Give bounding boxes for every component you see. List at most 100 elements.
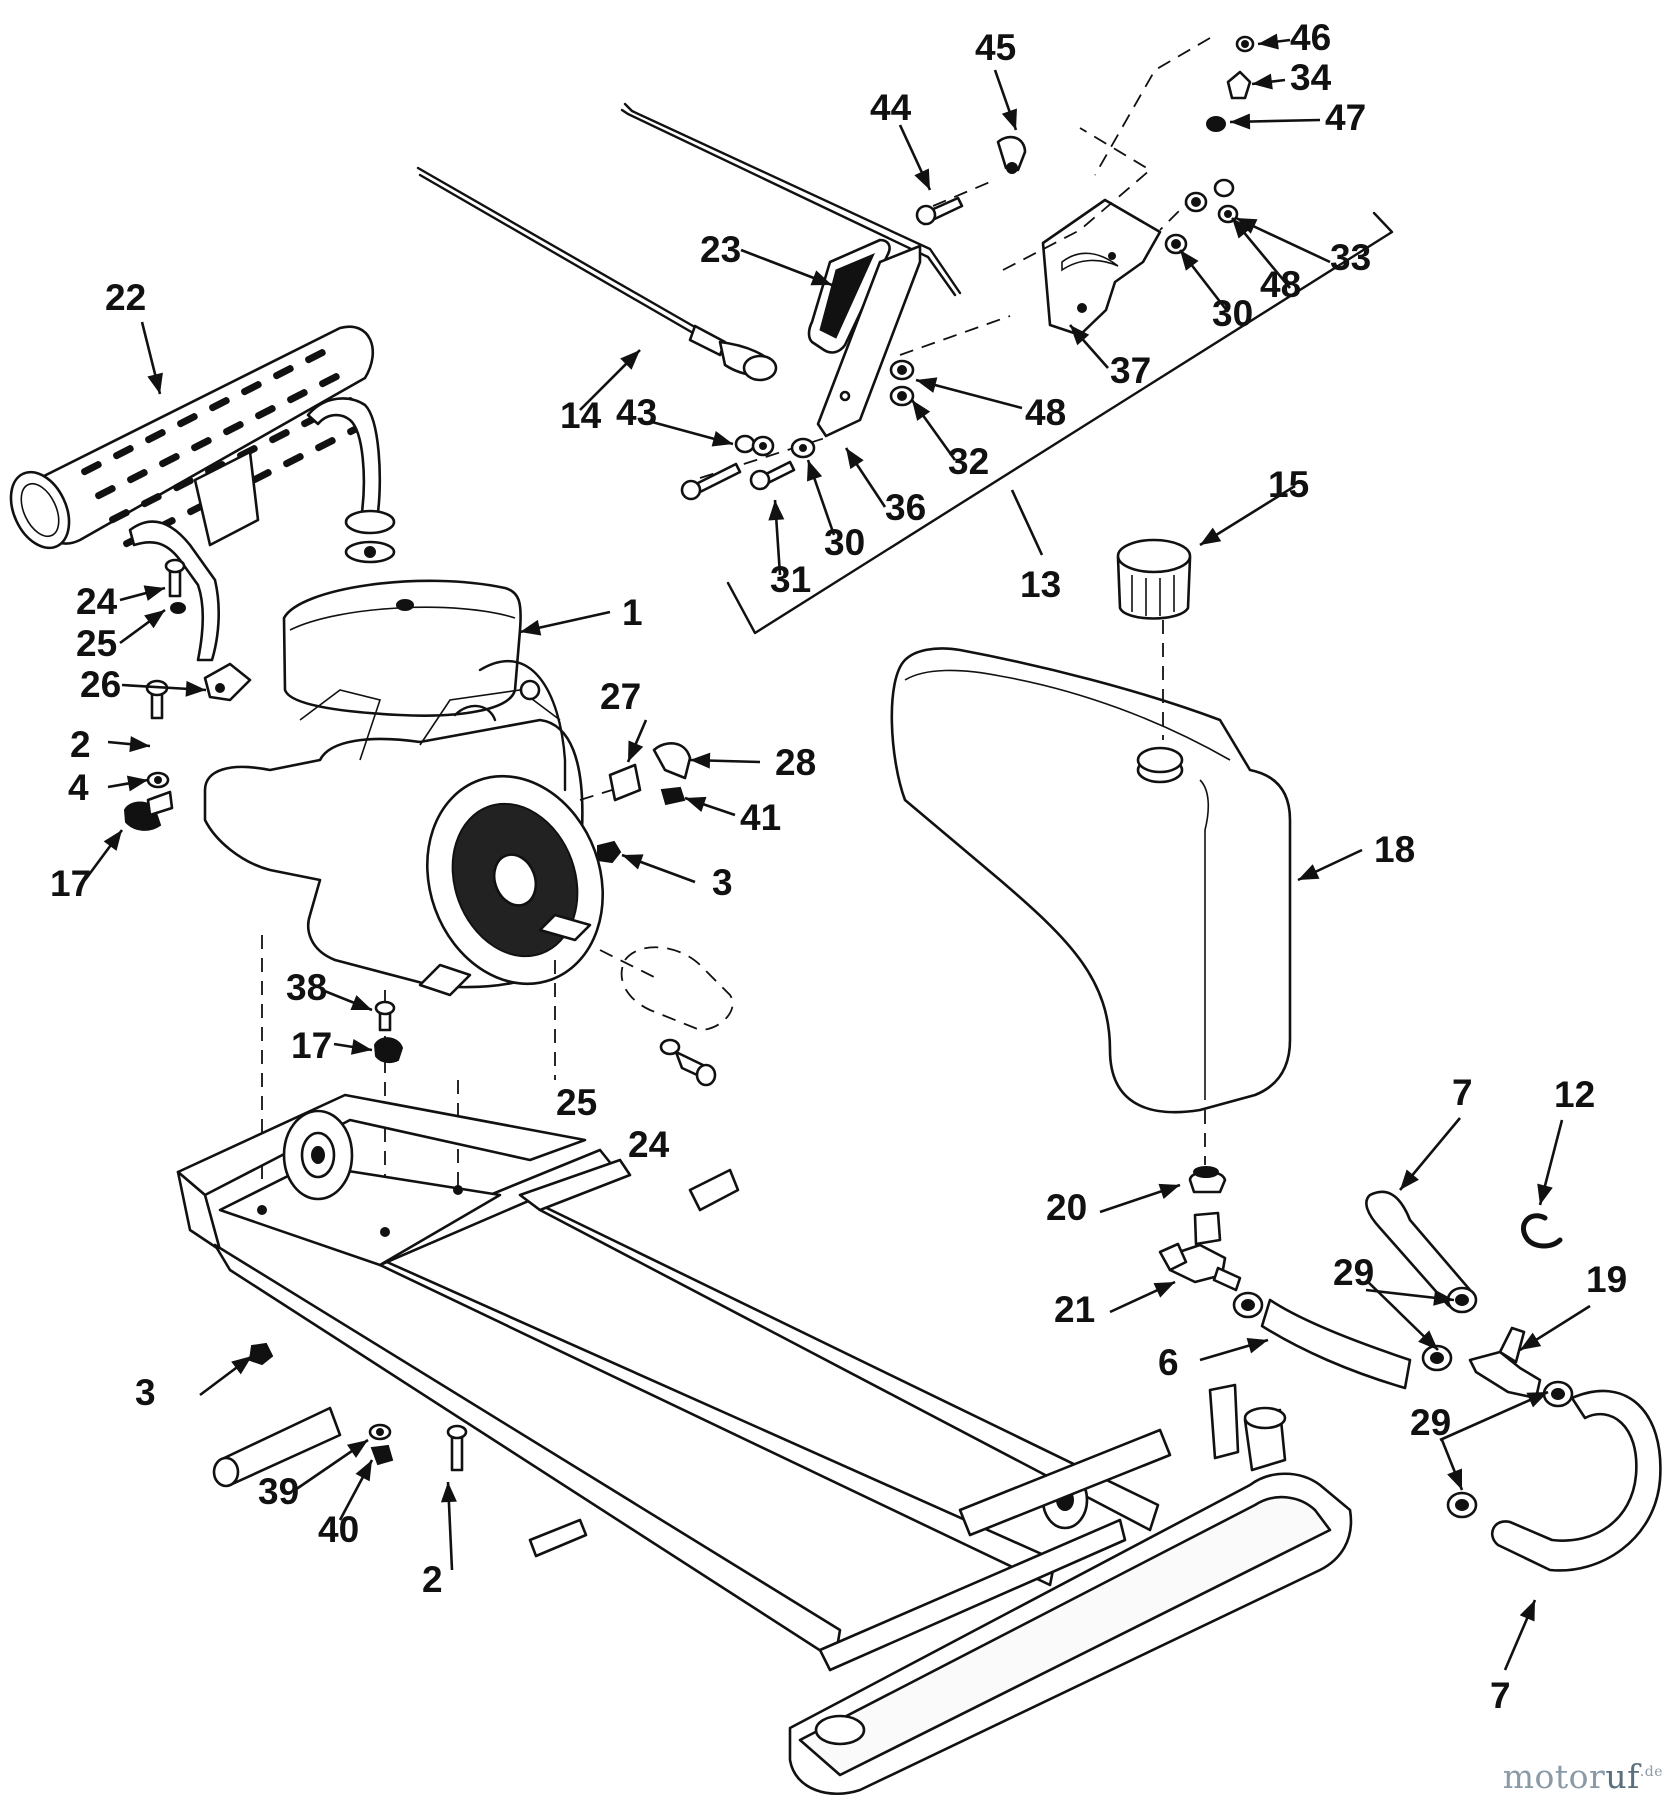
- leader-arrowhead: [806, 460, 823, 482]
- frame-hardware: [248, 1342, 468, 1472]
- callout-7: 7: [1490, 1675, 1511, 1716]
- callout-32: 32: [948, 441, 989, 482]
- engine-part: [203, 579, 734, 1230]
- muffler-slot: [209, 397, 230, 412]
- callout-2: 2: [422, 1559, 443, 1600]
- leader-arrowhead: [520, 619, 542, 636]
- watermark-text-motor: motor: [1502, 1757, 1606, 1796]
- callout-3: 3: [135, 1372, 156, 1413]
- leader-arrowhead: [628, 740, 644, 762]
- muffler-slots: [81, 349, 368, 548]
- leader-arrowhead: [1298, 864, 1320, 880]
- muffler-slot: [113, 445, 134, 460]
- callout-4: 4: [68, 767, 89, 808]
- leader-arrowhead: [1252, 73, 1273, 90]
- callout-30: 30: [824, 522, 865, 563]
- leader-arrowhead: [143, 585, 165, 601]
- callout-34: 34: [1290, 57, 1332, 98]
- callout-labels: 1 2 2 3 3 4 6 7 7 12 13 14 15 17 17 18 1…: [50, 17, 1627, 1716]
- leader-arrowhead: [685, 796, 707, 813]
- callout-13: 13: [1020, 564, 1061, 605]
- callout-24: 24: [628, 1124, 670, 1165]
- fuel-tank-part: [890, 538, 1292, 1165]
- callout-2: 2: [70, 724, 91, 765]
- leader-arrowhead: [129, 736, 150, 753]
- muffler-slot: [287, 389, 308, 404]
- leader-arrowhead: [231, 1356, 252, 1375]
- callout-24: 24: [76, 581, 118, 622]
- throttle-pedal-part: [816, 244, 922, 438]
- watermark-text-uf: uf: [1605, 1757, 1640, 1796]
- callout-40: 40: [318, 1509, 359, 1550]
- callout-47: 47: [1325, 97, 1366, 138]
- callout-33: 33: [1330, 237, 1371, 278]
- callout-14: 14: [560, 395, 602, 436]
- leader-arrowhead: [1258, 33, 1279, 50]
- leader-arrowhead: [1230, 113, 1251, 130]
- callout-37: 37: [1110, 350, 1151, 391]
- muffler-slot: [177, 413, 198, 428]
- callout-48: 48: [1260, 264, 1301, 305]
- callout-21: 21: [1054, 1289, 1095, 1330]
- assembly-bracket-13: [726, 211, 1394, 635]
- muffler-slot: [127, 469, 148, 484]
- callout-25: 25: [76, 623, 117, 664]
- callout-25: 25: [556, 1082, 597, 1123]
- leader-arrowhead: [768, 500, 785, 521]
- leader-arrowhead: [1433, 1289, 1454, 1306]
- leader-arrowhead: [711, 431, 733, 447]
- leader-arrowhead: [1400, 1169, 1419, 1190]
- leader-arrowhead: [1200, 527, 1222, 545]
- leader-arrowhead: [126, 775, 148, 792]
- leader-arrowhead: [620, 350, 640, 370]
- fuel-line-parts: [1158, 1166, 1662, 1572]
- leader-arrowhead: [1447, 1468, 1462, 1490]
- muffler-slot: [241, 381, 262, 396]
- callout-20: 20: [1046, 1187, 1087, 1228]
- leader-arrowhead: [1519, 1600, 1535, 1622]
- callout-36: 36: [885, 487, 926, 528]
- leader-arrowhead: [1246, 1337, 1268, 1354]
- leader-arrowhead: [1001, 108, 1017, 130]
- leader-arrowhead: [440, 1482, 457, 1503]
- callout-48: 48: [1025, 392, 1066, 433]
- throttle-hardware: [680, 35, 1255, 501]
- throttle-assembly-group: [416, 35, 1394, 635]
- callout-17: 17: [50, 863, 91, 904]
- leader-arrowhead: [1158, 1183, 1180, 1199]
- muffler-slot: [255, 405, 276, 420]
- leader-arrowhead: [346, 1440, 368, 1458]
- muffler-slot: [159, 453, 180, 468]
- leader-arrowhead: [103, 830, 122, 851]
- callout-26: 26: [80, 664, 121, 705]
- callout-44: 44: [870, 87, 912, 128]
- leader-arrowhead: [914, 168, 930, 190]
- choke-cable-part: [416, 166, 778, 382]
- callout-29: 29: [1410, 1402, 1451, 1443]
- muffler-slot: [315, 437, 336, 452]
- callout-28: 28: [775, 742, 816, 783]
- muffler-slot: [283, 453, 304, 468]
- callout-3: 3: [712, 862, 733, 903]
- leader-arrowhead: [1070, 325, 1090, 346]
- bracket-part: [1041, 198, 1162, 337]
- leader-arrowhead: [185, 680, 206, 697]
- leader-arrowhead: [350, 1038, 372, 1055]
- muffler-part: [9, 325, 396, 702]
- muffler-slot: [319, 373, 340, 388]
- muffler-slot: [273, 365, 294, 380]
- leader-arrowhead: [690, 752, 711, 769]
- callout-17: 17: [291, 1025, 332, 1066]
- watermark-text-suffix: .de: [1639, 1764, 1663, 1780]
- leader-arrowhead: [144, 610, 165, 629]
- muffler-slot: [223, 421, 244, 436]
- leader-arrowhead: [1180, 250, 1199, 271]
- leader-arrowhead: [147, 372, 163, 394]
- callout-27: 27: [600, 676, 641, 717]
- leader-arrowhead: [916, 377, 938, 393]
- leader-arrowhead: [1232, 218, 1251, 239]
- leader-arrowhead: [1520, 1332, 1542, 1350]
- callout-19: 19: [1586, 1259, 1627, 1300]
- muffler-slot: [251, 469, 272, 484]
- muffler-slot: [191, 437, 212, 452]
